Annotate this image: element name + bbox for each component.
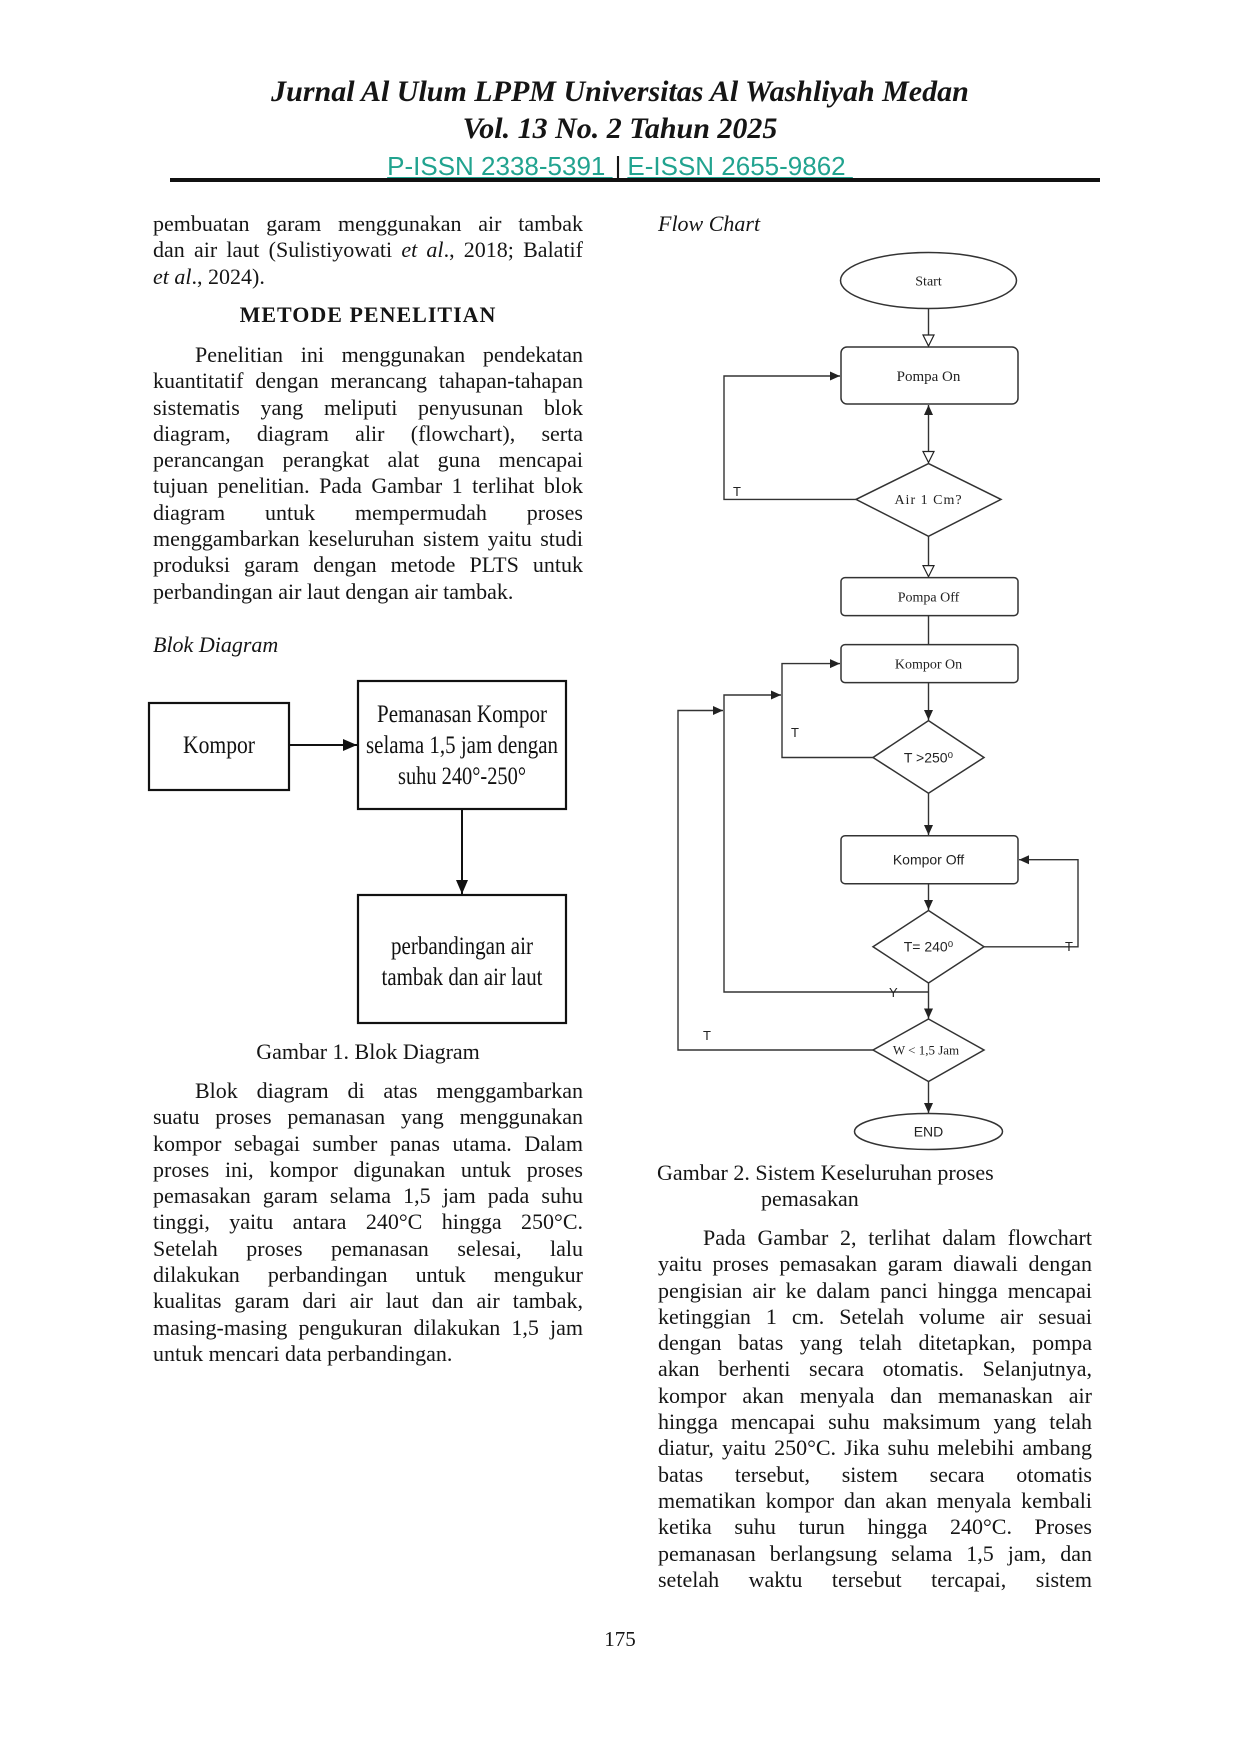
temp-max-false-loop [781, 659, 873, 759]
text-line: mematikan kompor dan akan menyala kembal… [658, 1487, 1092, 1513]
text-line: perbandingan air laut dengan air tambak. [153, 578, 514, 604]
kompor-box [147, 701, 291, 792]
text-line: kualitas garam dari air laut dan air tam… [153, 1288, 583, 1314]
figure2-caption-line: Gambar 2. Sistem Keseluruhan proses [657, 1160, 994, 1185]
text-line: kompor akan menyala dan memanaskan air [658, 1382, 1092, 1408]
header-rule [170, 178, 1100, 182]
branch-label: T [791, 725, 799, 740]
text-line: dilakukan perbandingan untuk mengukur [153, 1262, 583, 1288]
stove-on-process [840, 643, 1019, 684]
water-false-loop [723, 371, 856, 501]
time-false-loop [677, 706, 873, 1051]
text-line: proses ini, kompor digunakan untuk prose… [153, 1156, 583, 1182]
end-terminal [853, 1112, 1004, 1151]
text-line: pemasakan garam selama 1,5 jam pada suhu [153, 1183, 583, 1209]
comparison-box-line: perbandingan air [391, 933, 534, 960]
heating-box-line: suhu 240°-250° [398, 763, 526, 790]
italic-text: et al [401, 237, 444, 263]
issn-separator: | [614, 151, 622, 181]
text-line: diatur, yaitu 250°C. Jika suhu melebihi … [658, 1435, 1092, 1461]
flowchart: Start Pompa On Air 1 Cm? Pompa Off Kompo… [677, 251, 1079, 1151]
text-line: pengisian air ke dalam panci hingga menc… [658, 1277, 1092, 1303]
text-segment: ., 2024). [191, 263, 265, 289]
water-check-label: Air 1 Cm? [894, 493, 962, 508]
time-check-label: W < 1,5 Jam [893, 1043, 959, 1058]
text-line: Blok diagram di atas menggambarkan [195, 1078, 583, 1103]
temp-min-false-loop [984, 855, 1079, 948]
text-line: akan berhenti secara otomatis. Selanjutn… [658, 1356, 1092, 1382]
issn-line: P-ISSN 2338-5391 |E-ISSN 2655-9862 [0, 148, 1240, 184]
text-line: tinggi, yaitu antara 240°C hingga 250°C. [153, 1209, 583, 1235]
text-line: sistematis yang meliputi penyusunan blok [153, 394, 583, 420]
text-line: pemanasan berlangsung selama 1,5 jam, da… [658, 1540, 1092, 1566]
text-line: ketika suhu turun hingga 240°C. Proses [658, 1514, 1092, 1540]
block-diagram: Kompor Pemanasan Kompor selama 1,5 jam d… [147, 679, 568, 1025]
temp-min-true-loop [723, 690, 929, 993]
end-label: END [914, 1124, 944, 1140]
text-line: dan air laut (Sulistiyowati et al., 2018… [153, 237, 583, 263]
stove-off-label: Kompor Off [893, 852, 964, 868]
text-line: untuk mencari data perbandingan. [153, 1340, 453, 1366]
block-diagram-label: Blok Diagram [153, 632, 279, 657]
text-line: pembuatan garam menggunakan air tambak [153, 211, 583, 236]
text-line: produksi garam dengan metode PLTS untuk [153, 552, 583, 578]
start-label: Start [915, 275, 942, 290]
text-line: ketinggian 1 cm. Setelah volume air sesu… [658, 1303, 1092, 1329]
pump-on-process [840, 346, 1019, 405]
section-heading: METODE PENELITIAN [239, 302, 497, 327]
text-line: batas tersebut, sistem secara otomatis [658, 1461, 1092, 1487]
italic-text: et al [153, 263, 192, 289]
text-line: masing-masing pengukuran dilakukan 1,5 j… [153, 1314, 583, 1340]
figure1-caption: Gambar 1. Blok Diagram [256, 1039, 480, 1064]
text-line: kompor sebagai sumber panas utama. Dalam [153, 1130, 583, 1156]
text-line: setelah waktu tersebut tercapai, sistem [658, 1566, 1092, 1592]
pump-on-label: Pompa On [897, 369, 961, 385]
text-line: yaitu proses pemasakan garam diawali den… [658, 1251, 1092, 1277]
temp-max-label: T >250⁰ [904, 750, 954, 766]
text-line: dengan batas yang telah ditetapkan, pomp… [658, 1330, 1092, 1356]
temp-min-label: T= 240⁰ [904, 939, 954, 955]
text-line: hingga mencapai suhu maksimum yang telah [658, 1409, 1092, 1435]
stove-on-label: Kompor On [895, 658, 962, 673]
text-segment: ., 2018; Balatif [443, 237, 584, 263]
branch-label: T [703, 1028, 711, 1043]
branch-label: T [1065, 939, 1073, 954]
text-line: perancangan perangkat alat guna mencapai [153, 447, 583, 473]
journal-title: Jurnal Al Ulum LPPM Universitas Al Washl… [271, 75, 969, 108]
eissn-link[interactable]: E-ISSN 2655-9862 [627, 151, 853, 181]
text-line: diagram, diagram alir (flowchart), serta [153, 420, 583, 446]
heating-box-line: selama 1,5 jam dengan [366, 732, 558, 759]
pump-off-label: Pompa Off [898, 591, 960, 606]
figure2-caption-line: pemasakan [761, 1186, 859, 1211]
comparison-box-line: tambak dan air laut [382, 964, 543, 991]
text-line: tujuan penelitian. Pada Gambar 1 terliha… [153, 473, 583, 499]
heating-box-line: Pemanasan Kompor [377, 701, 548, 728]
branch-label: T [733, 484, 741, 499]
comparison-box [356, 893, 568, 1025]
journal-volume: Vol. 13 No. 2 Tahun 2025 [462, 112, 778, 145]
text-line: et al., 2024). [153, 264, 583, 290]
pump-off-process [840, 576, 1019, 617]
text-line: Penelitian ini menggunakan pendekatan [195, 342, 583, 367]
stove-off-process [840, 834, 1019, 885]
flowchart-label: Flow Chart [658, 211, 761, 236]
pissn-link[interactable]: P-ISSN 2338-5391 [387, 151, 613, 181]
text-line: menggambarkan keseluruhan sistem yaitu s… [153, 526, 583, 552]
text-line: kuantitatif dengan merancang tahapan-tah… [153, 368, 583, 394]
text-line: suatu proses pemanasan yang menggunakan [153, 1104, 583, 1130]
text-line: diagram untuk mempermudah proses [153, 499, 583, 525]
text-line: Pada Gambar 2, terlihat dalam flowchart [703, 1225, 1092, 1250]
branch-label: Y [889, 985, 898, 1000]
kompor-box-label: Kompor [183, 732, 256, 759]
text-line: Setelah proses pemanasan selesai, lalu [153, 1235, 583, 1261]
page-number: 175 [604, 1627, 636, 1651]
text-segment: dan air laut (Sulistiyowati [153, 237, 402, 263]
